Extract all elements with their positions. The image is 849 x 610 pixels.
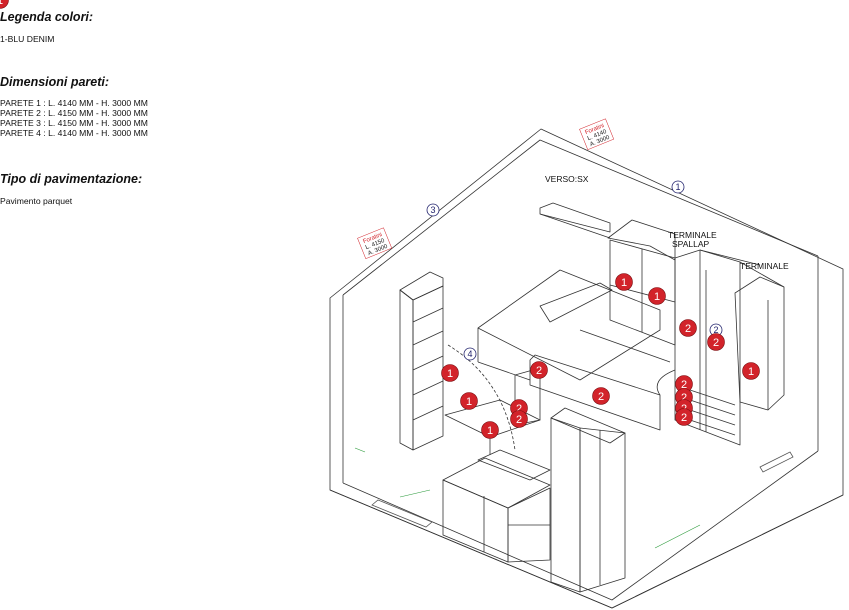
bookshelf-front bbox=[399, 289, 414, 451]
position-marker-label: 1 bbox=[748, 366, 754, 378]
position-marker-label: 1 bbox=[621, 277, 627, 289]
wall-edge-line bbox=[329, 489, 613, 609]
wall-number-label: 3 bbox=[430, 205, 435, 215]
bed-lower-line bbox=[579, 329, 671, 363]
position-marker-label: 2 bbox=[681, 392, 687, 404]
position-marker bbox=[481, 421, 499, 439]
floor-type-title: Tipo di pavimentazione: bbox=[0, 172, 143, 186]
wall-number-label: 2 bbox=[713, 325, 718, 335]
drawer-line bbox=[689, 399, 736, 416]
guide-line bbox=[654, 524, 701, 549]
position-marker-label: 2 bbox=[685, 323, 691, 335]
lower-cabinet-side bbox=[507, 487, 551, 563]
floor-type-value: Pavimento parquet bbox=[0, 196, 73, 206]
terminal-spallap-label: TERMINALE bbox=[668, 230, 717, 240]
guide-line bbox=[354, 447, 366, 453]
bookshelf-shelf bbox=[412, 405, 444, 421]
drawer-line bbox=[689, 419, 736, 436]
position-marker bbox=[530, 361, 548, 379]
column-side bbox=[579, 427, 626, 593]
position-marker bbox=[460, 392, 478, 410]
wall-number-circle bbox=[671, 180, 685, 194]
position-marker-label: 2 bbox=[681, 379, 687, 391]
position-marker bbox=[615, 273, 633, 291]
wall-inner-line bbox=[342, 139, 819, 296]
position-marker-label: 2 bbox=[516, 414, 522, 426]
bed-inner-panel bbox=[539, 282, 613, 323]
wardrobe-top-edge bbox=[699, 249, 761, 266]
position-marker-label: 2 bbox=[713, 337, 719, 349]
bed-curved-end bbox=[656, 369, 676, 396]
bed-front-edge bbox=[477, 361, 531, 381]
position-marker bbox=[510, 410, 528, 428]
position-marker bbox=[648, 287, 666, 305]
wardrobe-top-edge bbox=[739, 261, 785, 288]
wall-dimension-item: PARETE 1 : L. 4140 MM - H. 3000 MM bbox=[0, 98, 148, 108]
drawer-line bbox=[689, 409, 736, 426]
position-marker bbox=[0, 0, 9, 9]
shelf-edge bbox=[539, 213, 611, 239]
wardrobe-front-left bbox=[609, 239, 676, 346]
bookshelf-shelf bbox=[412, 330, 444, 346]
color-legend-item: 1-BLU DENIM bbox=[0, 34, 55, 44]
terminal-label: TERMINALE bbox=[740, 261, 789, 271]
shelf-top bbox=[539, 202, 611, 233]
bookshelf-shelf bbox=[412, 355, 444, 371]
door-swing-arc bbox=[447, 344, 516, 451]
position-marker bbox=[441, 364, 459, 382]
drawer-line bbox=[689, 389, 736, 406]
position-marker-label: 2 bbox=[598, 391, 604, 403]
guide-line bbox=[399, 489, 431, 498]
wall-number-circle bbox=[426, 203, 440, 217]
column-front bbox=[550, 417, 581, 593]
wardrobe-tall bbox=[674, 249, 741, 446]
color-legend-title: Legenda colori: bbox=[0, 10, 94, 24]
bed-front bbox=[529, 354, 661, 431]
position-marker-label: 1 bbox=[654, 291, 660, 303]
wall-number-label: 4 bbox=[467, 349, 472, 359]
position-marker bbox=[679, 319, 697, 337]
position-marker-label: 2 bbox=[516, 403, 522, 415]
position-marker-label: 2 bbox=[536, 365, 542, 377]
lower-cabinet-top bbox=[442, 457, 551, 509]
bookshelf-shelf bbox=[412, 380, 444, 396]
position-marker-label: 1 bbox=[487, 425, 493, 437]
wall-edge-line bbox=[611, 494, 844, 609]
wall-dimension-item: PARETE 2 : L. 4150 MM - H. 3000 MM bbox=[0, 108, 148, 118]
wall-number-label: 1 bbox=[675, 182, 680, 192]
bed-platform-top bbox=[477, 269, 661, 381]
wall-tag-box bbox=[579, 118, 615, 150]
position-marker-label: 1 bbox=[447, 368, 453, 380]
wall-number-circle bbox=[463, 347, 477, 361]
position-marker bbox=[707, 333, 725, 351]
position-marker bbox=[592, 387, 610, 405]
step-box bbox=[477, 449, 551, 481]
position-marker bbox=[675, 408, 693, 426]
orientation-label: VERSO:SX bbox=[545, 174, 589, 184]
wall-dimensions-title: Dimensioni pareti: bbox=[0, 75, 110, 89]
floor-vent bbox=[371, 499, 433, 528]
terminal-spallap-label: SPALLAP bbox=[672, 239, 710, 249]
wall-dimension-item: PARETE 4 : L. 4140 MM - H. 3000 MM bbox=[0, 128, 148, 138]
bookshelf-shelf bbox=[412, 307, 444, 323]
floor-edge-line bbox=[342, 450, 819, 601]
wall-dimension-item: PARETE 3 : L. 4150 MM - H. 3000 MM bbox=[0, 118, 148, 128]
position-marker-label: 1 bbox=[466, 396, 472, 408]
lower-cabinet-front bbox=[442, 479, 509, 563]
position-marker bbox=[742, 362, 760, 380]
floor-vent bbox=[759, 451, 794, 473]
wardrobe-terminal bbox=[734, 276, 785, 411]
position-marker-label: 1 bbox=[0, 0, 3, 7]
wall-tag-box bbox=[357, 227, 393, 259]
wardrobe-top bbox=[607, 219, 676, 261]
column-top bbox=[550, 407, 626, 444]
bookshelf-side bbox=[412, 285, 444, 451]
position-marker-label: 2 bbox=[681, 412, 687, 424]
room-outer-outline bbox=[329, 128, 844, 609]
